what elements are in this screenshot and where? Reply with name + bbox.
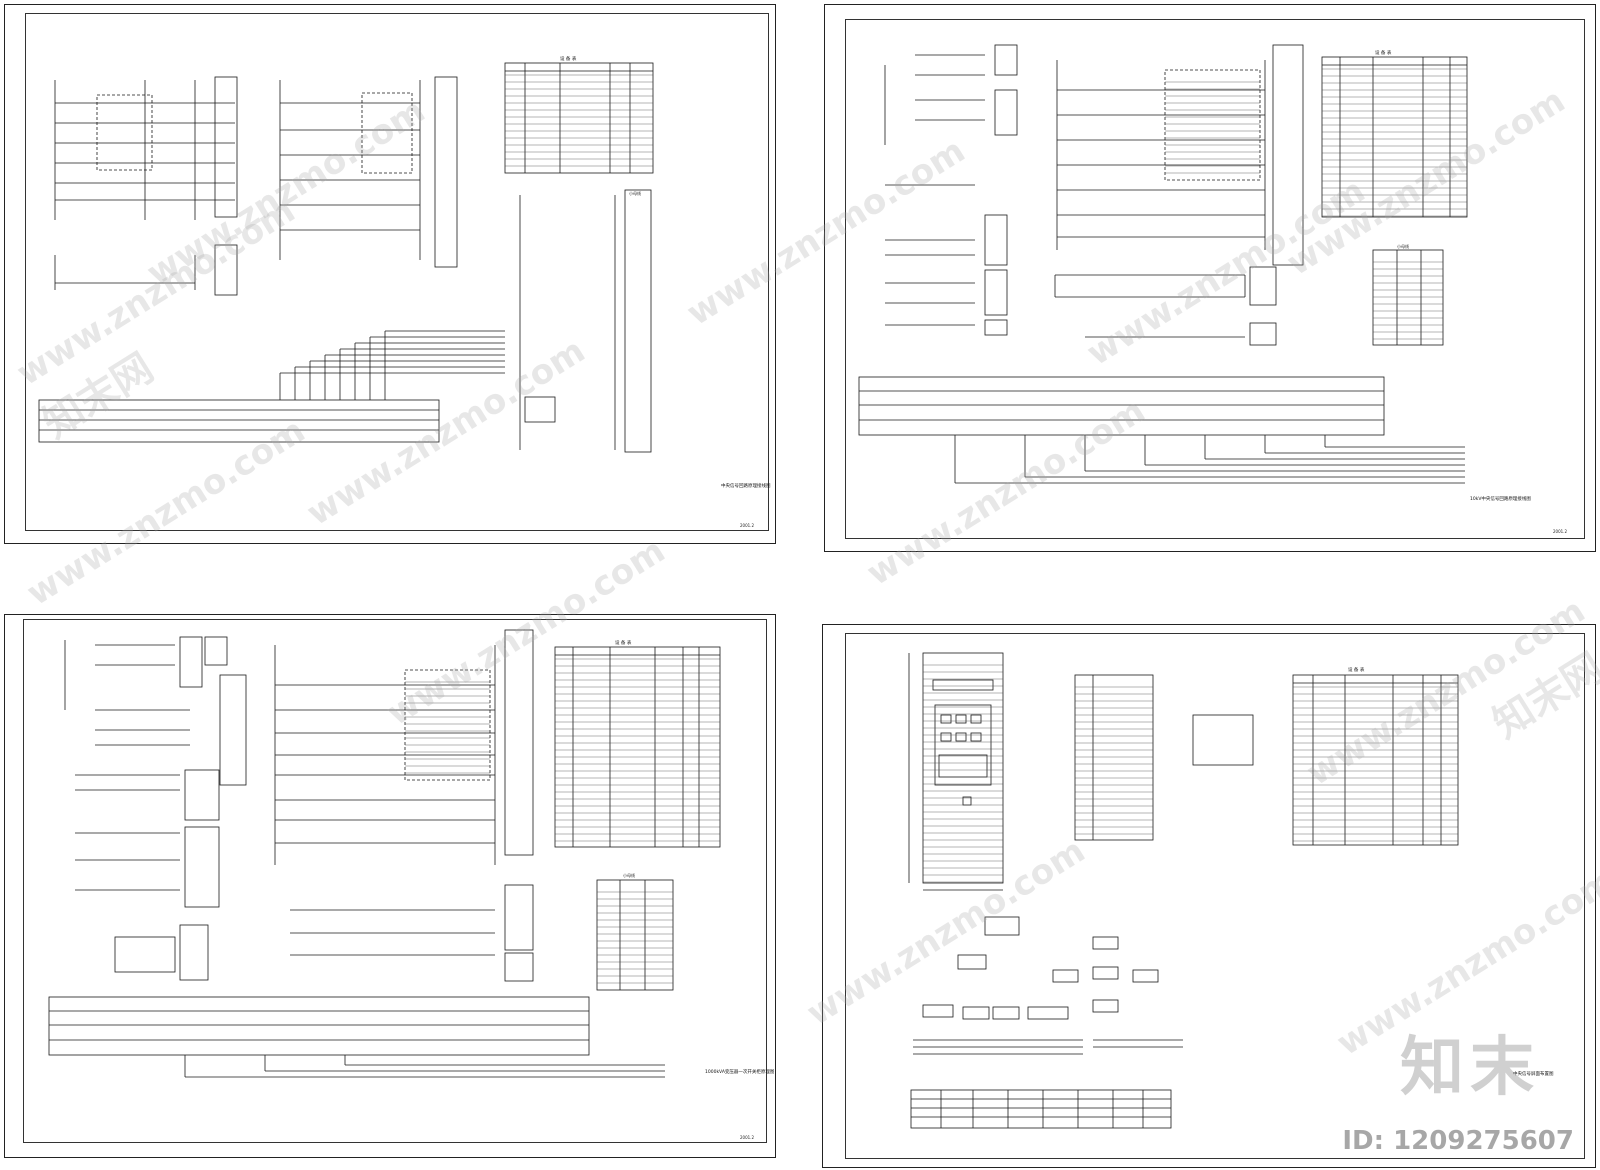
sheet-1-terminal-heading: 小母线 <box>629 190 641 196</box>
sheet-3-schematic: 1000kVA变压器一次开关柜原理图 2001.2 设 备 表 小母线 <box>48 629 775 1140</box>
drawing-sheet-2: 10kV中央信号回路原理接线图 2001.2 设 备 表 小母线 <box>824 4 1596 552</box>
sheet-3-device-table-heading: 设 备 表 <box>615 639 632 646</box>
sheet-1-device-table-heading: 设 备 表 <box>560 55 577 62</box>
sheet-4-frame <box>845 633 1585 1159</box>
brand-logo: 知末 <box>1400 1030 1540 1105</box>
drawing-sheet-1: 中央信号回路原理接线图 2001.2 设 备 表 小母线 <box>4 4 776 544</box>
sheet-4-title: 中央信号屏面布置图 <box>1513 1070 1554 1077</box>
brand-id: ID: 1209275607 <box>1342 1126 1574 1156</box>
sheet-4-device-table-heading: 设 备 表 <box>1348 666 1365 673</box>
drawing-sheet-3: 1000kVA变压器一次开关柜原理图 2001.2 设 备 表 小母线 <box>4 614 776 1158</box>
sheet-2-frame <box>845 19 1585 539</box>
sheet-2-terminal-heading: 小母线 <box>1397 243 1409 249</box>
sheet-2-device-table-heading: 设 备 表 <box>1375 49 1392 56</box>
sheet-1-schematic: 中央信号回路原理接线图 2001.2 设 备 表 小母线 <box>38 55 771 528</box>
sheet-2-number: 2001.2 <box>1553 529 1567 534</box>
sheet-3-number: 2001.2 <box>740 1135 754 1140</box>
sheet-2-schematic: 10kV中央信号回路原理接线图 2001.2 设 备 表 小母线 <box>858 44 1567 534</box>
drawing-sheet-4: 中央信号屏面布置图 设 备 表 <box>822 624 1596 1168</box>
sheet-4-panel-layout: 中央信号屏面布置图 设 备 表 <box>908 652 1554 1129</box>
sheet-1-number: 2001.2 <box>740 523 754 528</box>
sheet-3-frame <box>23 619 767 1143</box>
sheet-2-title: 10kV中央信号回路原理接线图 <box>1470 495 1531 502</box>
sheet-1-frame <box>25 13 769 531</box>
sheet-3-terminal-heading: 小母线 <box>623 872 635 878</box>
sheet-3-title: 1000kVA变压器一次开关柜原理图 <box>705 1068 775 1075</box>
sheet-1-title: 中央信号回路原理接线图 <box>721 482 771 489</box>
